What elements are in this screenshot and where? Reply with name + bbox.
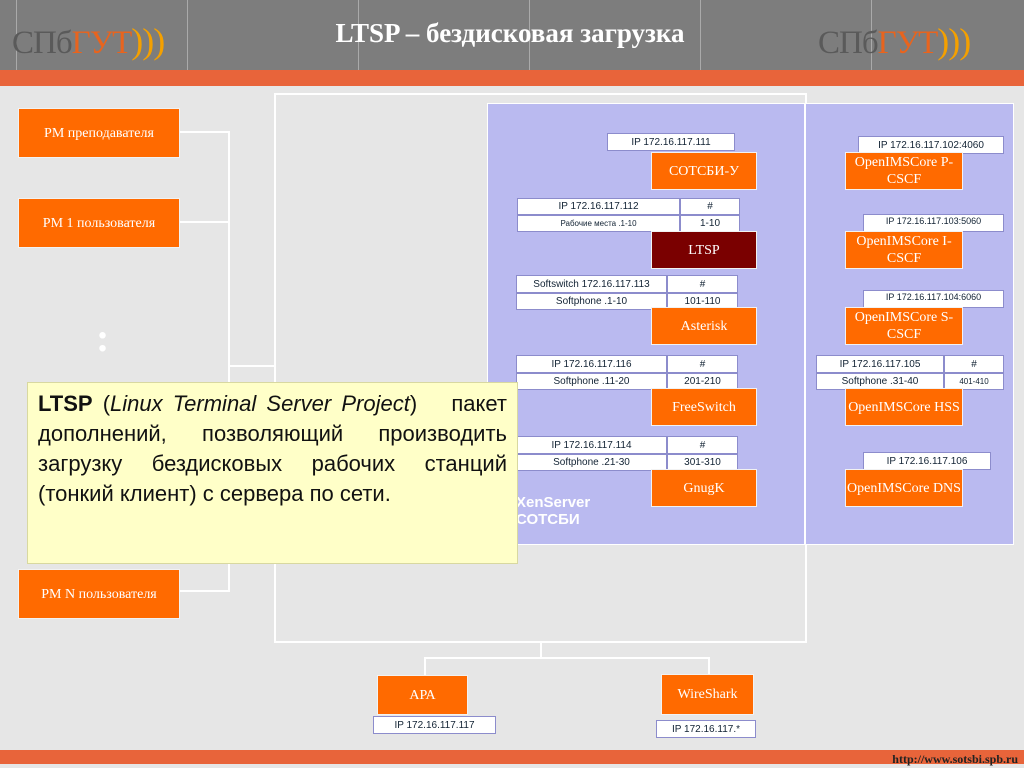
- asterisk-softphones: Softphone .1-10: [516, 293, 667, 310]
- workstation-teacher[interactable]: РМ преподавателя: [18, 108, 180, 158]
- hss-ip: IP 172.16.117.105: [816, 355, 944, 373]
- connector-line: [540, 643, 542, 659]
- connector-line: [178, 131, 230, 133]
- hss-numbers: 401-410: [944, 373, 1004, 390]
- device-apa[interactable]: АРА: [377, 675, 468, 715]
- ltsp-workplaces-range: 1-10: [680, 215, 740, 232]
- gnugk-softphones: Softphone .21-30: [516, 454, 667, 471]
- connector-line: [228, 131, 230, 592]
- header-bar: [0, 0, 1024, 72]
- ltsp-workplaces: Рабочие места .1-10: [517, 215, 680, 232]
- freeswitch-softphones: Softphone .11-20: [516, 373, 667, 390]
- note-open-paren: (: [92, 391, 111, 416]
- dns-ip: IP 172.16.117.106: [863, 452, 991, 470]
- device-wireshark[interactable]: WireShark: [661, 674, 754, 715]
- header-stripe: [0, 70, 1024, 86]
- footer-stripe: [0, 750, 1024, 764]
- wireshark-ip: IP 172.16.117.*: [656, 720, 756, 738]
- xenserver-subtitle: СОТСБИ: [516, 511, 580, 528]
- header-grid: [0, 0, 1024, 72]
- panel-divider: [804, 103, 806, 545]
- page-title: LTSP – бездисковая загрузка: [335, 18, 685, 48]
- connector-line: [228, 365, 275, 367]
- footer-url[interactable]: http://www.sotsbi.spb.ru: [892, 752, 1018, 766]
- xenserver-title: XenServer: [516, 494, 591, 511]
- connector-line: [424, 657, 426, 675]
- icscf-ip: IP 172.16.117.103:5060: [863, 214, 1004, 232]
- note-term: LTSP: [38, 391, 93, 416]
- ltsp-definition-note: LTSP (Linux Terminal Server Project) пак…: [27, 382, 518, 564]
- logo-left: СПбГУТ))): [12, 20, 165, 61]
- note-expansion: Linux Terminal Server Project: [110, 391, 410, 416]
- connector-line: [708, 657, 710, 675]
- workstation-user-1[interactable]: РМ 1 пользователя: [18, 198, 180, 248]
- hss-hash: #: [944, 355, 1004, 373]
- server-freeswitch[interactable]: FreeSwitch: [651, 388, 757, 426]
- logo-spb-text: СПб: [818, 25, 879, 61]
- server-asterisk[interactable]: Asterisk: [651, 307, 757, 345]
- gnugk-hash: #: [667, 436, 738, 454]
- sotsbi-ip: IP 172.16.117.111: [607, 133, 735, 151]
- gnugk-ip: IP 172.16.117.114: [516, 436, 667, 454]
- workstation-user-n[interactable]: РМ N пользователя: [18, 569, 180, 619]
- apa-ip: IP 172.16.117.117: [373, 716, 496, 734]
- server-hss[interactable]: OpenIMSCore HSS: [845, 388, 963, 426]
- server-gnugk[interactable]: GnugK: [651, 469, 757, 507]
- ltsp-ip: IP 172.16.117.112: [517, 198, 680, 215]
- asterisk-hash: #: [667, 275, 738, 293]
- note-body: пакет дополнений, позволяющий производит…: [38, 391, 507, 506]
- note-close-paren: ): [409, 391, 418, 416]
- server-ltsp[interactable]: LTSP: [651, 231, 757, 269]
- server-dns[interactable]: OpenIMSCore DNS: [845, 469, 963, 507]
- connector-line: [424, 657, 710, 659]
- logo-spb-text: СПб: [12, 25, 73, 61]
- logo-right: СПбГУТ))): [818, 20, 971, 61]
- freeswitch-ip: IP 172.16.117.116: [516, 355, 667, 373]
- server-pcscf[interactable]: OpenIMSCore P-CSCF: [845, 152, 963, 190]
- connector-line: [178, 221, 230, 223]
- asterisk-ip: Softswitch 172.16.117.113: [516, 275, 667, 293]
- logo-gut-text: ГУТ: [877, 25, 939, 61]
- scscf-ip: IP 172.16.117.104:6060: [863, 290, 1004, 308]
- xenserver-label: XenServer СОТСБИ: [516, 494, 590, 528]
- ltsp-hash: #: [680, 198, 740, 215]
- server-sotsbi[interactable]: СОТСБИ-У: [651, 152, 757, 190]
- server-icscf[interactable]: OpenIMSCore I-CSCF: [845, 231, 963, 269]
- freeswitch-hash: #: [667, 355, 738, 373]
- logo-wave-icon: ))): [937, 21, 971, 61]
- server-scscf[interactable]: OpenIMSCore S-CSCF: [845, 307, 963, 345]
- connector-line: [178, 590, 230, 592]
- logo-gut-text: ГУТ: [71, 25, 133, 61]
- logo-wave-icon: ))): [131, 21, 165, 61]
- ellipsis-dots: :: [96, 315, 110, 360]
